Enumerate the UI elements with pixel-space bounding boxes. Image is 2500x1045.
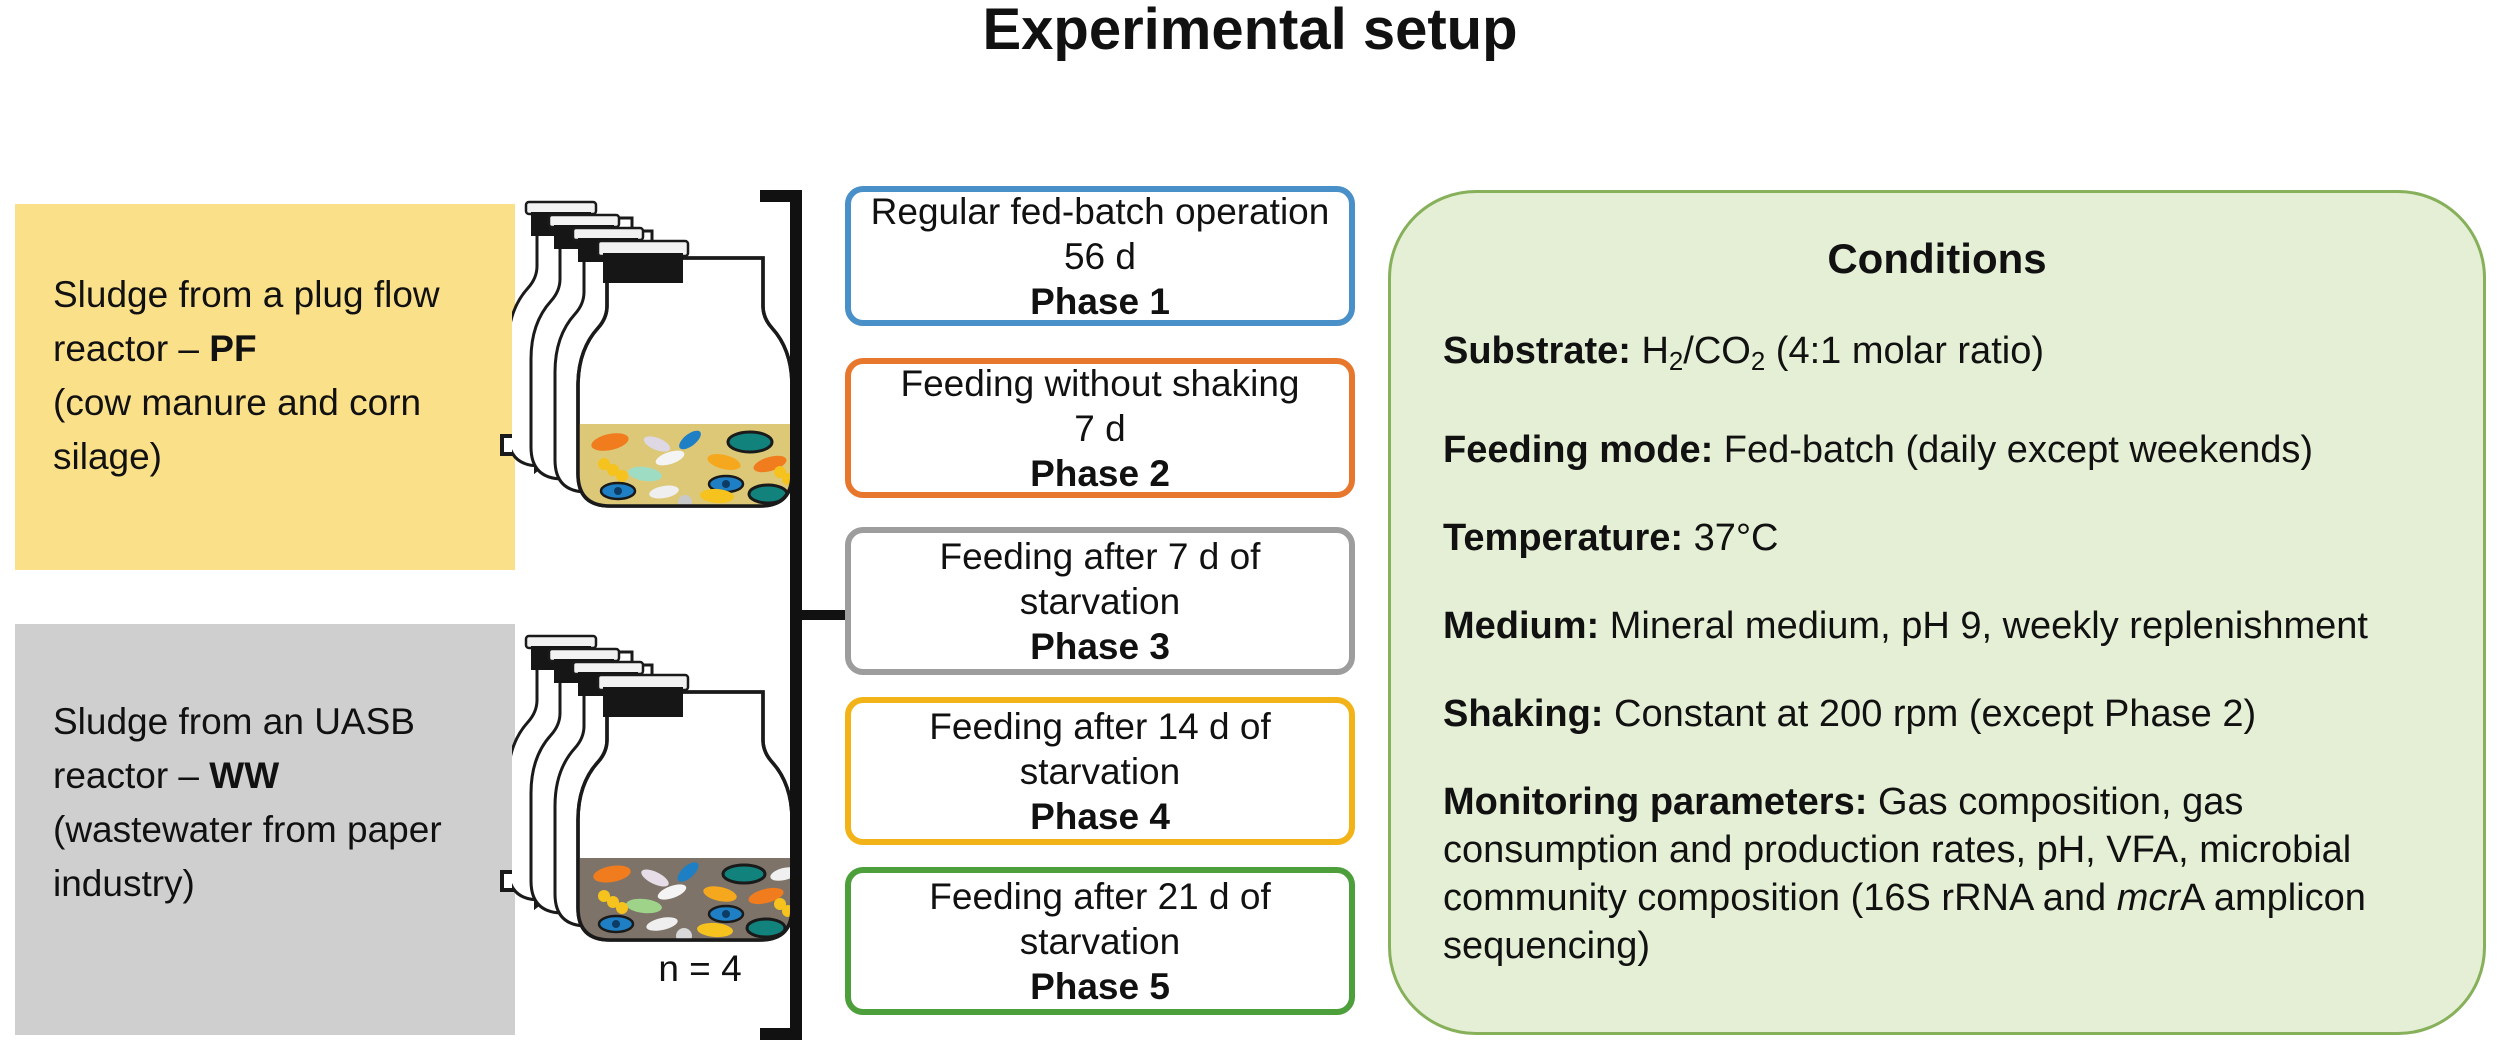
phase-3-line-2: starvation [1019,580,1181,622]
phase-3-line-1: Feeding after 7 d of [939,535,1261,577]
condition-shaking: Shaking: Constant at 200 rpm (except Pha… [1443,690,2431,738]
phase-box-3[interactable]: Feeding after 7 d of starvation Phase 3 [845,527,1355,675]
condition-monitoring-value-a: Gas composition, gas consumption and pro… [1443,781,2352,920]
condition-medium-label: Medium: [1443,605,1600,648]
condition-substrate: Substrate: H2/CO2 (4:1 molar ratio) [1443,327,2431,386]
phase-box-2[interactable]: Feeding without shaking 7 d Phase 2 [845,358,1355,498]
condition-substrate-value-post: (4:1 molar ratio) [1765,330,2044,372]
condition-temperature-value: 37°C [1683,517,1779,560]
condition-medium: Medium: Mineral medium, pH 9, weekly rep… [1443,602,2431,650]
phase-4-line-1: Feeding after 14 d of [929,705,1271,747]
phase-2-line-1: Feeding without shaking [900,362,1300,404]
source-ww-line-2-prefix: reactor – [53,754,210,796]
grouping-bracket-icon [752,190,858,1040]
source-pf-abbrev: PF [209,328,257,369]
source-pf-line-1: Sludge from a plug flow [53,274,440,315]
source-ww-line-2: reactor – WW [53,749,477,803]
phase-1-label: Phase 1 [1030,280,1170,322]
source-box-pf: Sludge from a plug flow reactor – PF (co… [15,204,515,570]
phase-3-label: Phase 3 [1030,625,1170,667]
condition-temperature-label: Temperature: [1443,517,1684,560]
source-pf-line-2: reactor – PF [53,322,477,376]
condition-shaking-label: Shaking: [1443,693,1604,736]
condition-substrate-value-mid: /CO [1683,330,1751,372]
phase-box-4[interactable]: Feeding after 14 d of starvation Phase 4 [845,697,1355,845]
condition-feeding-mode: Feeding mode: Fed-batch (daily except we… [1443,426,2431,474]
condition-monitoring-parameters: Monitoring parameters: Gas composition, … [1443,778,2431,970]
source-ww-abbrev: WW [209,754,280,796]
source-pf-line-2-prefix: reactor – [53,328,210,369]
phase-5-line-1: Feeding after 21 d of [929,875,1271,917]
condition-monitoring-gene-italic: mcr [2116,877,2181,920]
phase-2-line-2: 7 d [1074,407,1126,449]
page-title: Experimental setup [982,0,1518,62]
phase-box-1[interactable]: Regular fed-batch operation 56 d Phase 1 [845,186,1355,326]
bottle-cluster-ww [512,630,812,960]
phase-5-label: Phase 5 [1030,965,1170,1007]
phase-5-line-2: starvation [1019,920,1181,962]
condition-shaking-value: Constant at 200 rpm (except Phase 2) [1603,693,2257,736]
condition-medium-value: Mineral medium, pH 9, weekly replenishme… [1599,605,2368,648]
conditions-panel: Conditions Substrate: H2/CO2 (4:1 molar … [1388,190,2486,1035]
condition-monitoring-label: Monitoring parameters: [1443,781,1868,824]
phase-box-5[interactable]: Feeding after 21 d of starvation Phase 5 [845,867,1355,1015]
condition-substrate-value-pre: H [1630,330,1669,372]
phase-4-line-2: starvation [1019,750,1181,792]
source-ww-line-1: Sludge from an UASB [53,700,415,742]
condition-substrate-sub-1: 2 [1668,348,1684,377]
conditions-heading: Conditions [1827,235,2047,282]
source-box-ww: Sludge from an UASB reactor – WW (wastew… [15,624,515,1035]
condition-temperature: Temperature: 37°C [1443,514,2431,562]
condition-monitoring-value-b: A amplicon sequencing) [1443,877,2366,968]
source-pf-line-3: (cow manure and corn [53,382,422,423]
condition-substrate-label: Substrate: [1443,330,1631,372]
condition-substrate-sub-2: 2 [1750,348,1766,377]
phase-4-label: Phase 4 [1030,795,1170,837]
phase-1-line-2: 56 d [1063,235,1136,277]
phase-2-label: Phase 2 [1030,452,1170,494]
bottle-cluster-pf [512,196,812,526]
source-pf-line-4: silage) [53,436,162,477]
condition-feeding-mode-value: Fed-batch (daily except weekends) [1713,429,2314,472]
phase-1-line-1: Regular fed-batch operation [870,190,1330,232]
source-ww-line-4: industry) [53,862,195,904]
replicates-label: n = 4 [658,948,742,989]
condition-feeding-mode-label: Feeding mode: [1443,429,1714,472]
source-ww-line-3: (wastewater from paper [53,808,442,850]
